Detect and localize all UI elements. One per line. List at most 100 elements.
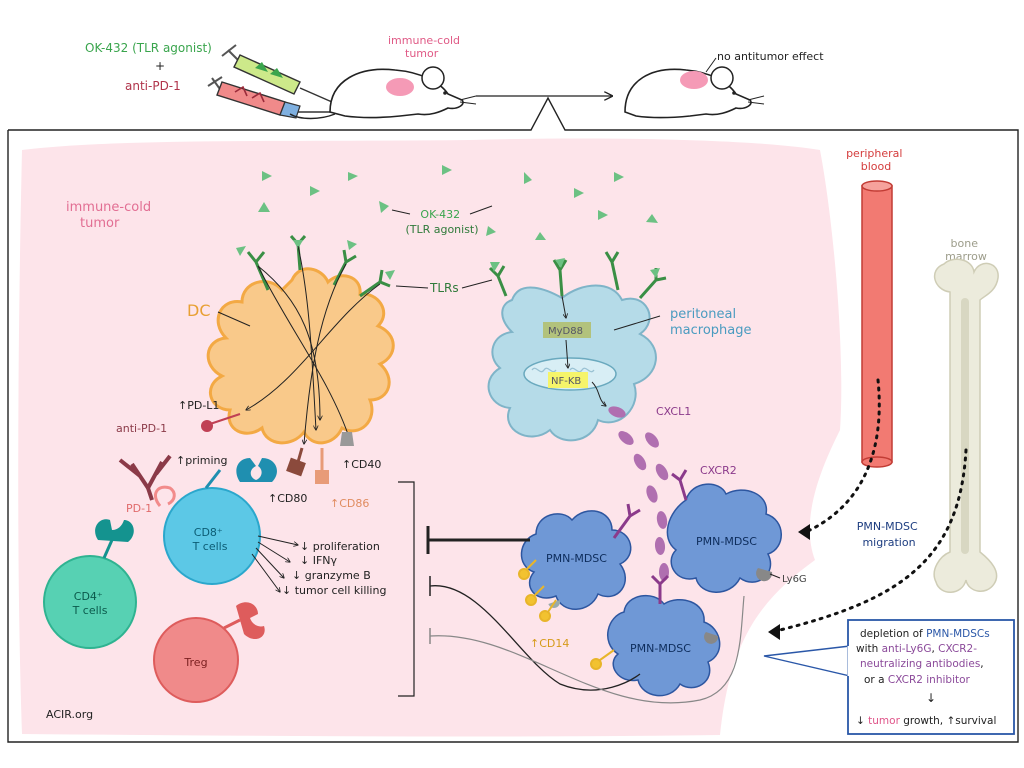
agonist-particle [535,232,546,240]
credit-label: ACIR.org [46,708,93,721]
migration-arrowhead [798,524,810,540]
agonist-particle [442,165,452,175]
pmn-mdsc-label: PMN-MDSC [630,642,691,655]
macrophage-label-line1: peritoneal [670,307,736,322]
cd4-label-line1: CD4⁺ [74,590,103,603]
cd8-effect: ↓ IFNγ [300,554,338,567]
dc-label: DC [187,301,211,320]
callout-text: neutralizing antibodies [860,658,980,670]
tumor-region [18,138,842,737]
cxcr2-label: CXCR2 [700,464,737,477]
macrophage-label-line2: macrophage [670,323,752,338]
syringe-green-icon [221,44,333,103]
cd4-label: CD4⁺ T cells [72,590,108,617]
tumor-label-header-line2: tumor [405,47,439,60]
dendritic-cell [201,235,395,484]
callout-line1: depletion of PMN-MDSCs [860,628,990,640]
cd40-label: ↑CD40 [342,458,381,471]
cxcl1-particle [646,485,658,503]
tumor-region-title: immune-cold tumor [66,200,155,231]
callout-line3: neutralizing antibodies, [860,658,984,670]
cd80-molecule [286,457,306,477]
pdl1-label: ↑PD-L1 [178,399,219,412]
callout-line4: or a CXCR2 inhibitor [864,674,971,686]
pd1-receptor [154,485,176,507]
callout-text: or a [864,674,888,686]
cxcl1-particle [655,463,669,481]
callout-text: CXCR2- [938,643,977,655]
macrophage-label: peritoneal macrophage [670,307,752,338]
cxcl1-particle [654,537,666,555]
callout-line5: ↓ tumor growth, ↑survival [856,715,996,727]
cd8-effect: ↓ proliferation [300,540,380,553]
agonist-particle [310,186,320,196]
main-panel: immune-cold tumor OK-432 (TLR agonist) [7,96,1019,743]
cd4-label-line2: T cells [72,604,108,617]
agonist-particle [646,214,658,223]
cxcl1-particles [608,406,669,581]
cd8-label-line2: T cells [192,540,228,553]
ly6g-label: Ly6G [782,574,807,585]
syringe-red-icon [207,76,330,119]
callout-text: with [856,643,882,655]
cd86-molecule [315,470,329,484]
myd88-box [543,322,591,338]
pmn-mdsc-cell-right [666,469,782,593]
callout-text: anti-Ly6G [882,643,932,655]
mouse-treated-icon [289,66,477,120]
callout-text: ↓ [856,715,868,727]
pd1-label: PD-1 [126,502,152,515]
pdl1-molecule [201,420,213,432]
migration-paths [778,378,968,632]
pmn-mdsc-cell-left [520,503,641,610]
agonist-pointer-right [469,205,493,215]
tumor-region-title-line2: tumor [80,216,120,231]
bone-icon [933,258,999,593]
cd86-label: ↑CD86 [330,497,369,510]
cd8-effect: ↓ tumor cell killing [282,584,386,597]
migration-label: PMN-MDSC migration [857,520,921,549]
agonist-label-line2: (TLR agonist) [405,223,478,236]
agonist-particle [574,188,584,198]
agonist-label: OK-432 (TLR agonist) [405,208,478,236]
treg-label: Treg [183,656,207,669]
agonist-particle [348,172,358,181]
outcome-pointer [705,57,717,73]
treg-cell [153,602,265,703]
agonist-label-line1: OK-432 [420,208,460,221]
tumor-label-header: immune-cold tumor [388,34,463,60]
cxcl1-particle [656,511,668,529]
blood-label-line2: blood [861,160,891,173]
myd88-label: MyD88 [548,326,583,337]
agonist-particle [486,226,496,236]
nfkb-label: NF-KB [551,376,581,387]
pmn-mdsc-cell-bottom [607,574,721,697]
callout-text: depletion of [860,628,926,640]
tlrs-label: TLRs [429,281,459,295]
outcome-label: no antitumor effect [717,50,824,63]
agonist-particles [258,165,658,240]
cxcl1-label: CXCL1 [656,405,691,418]
agonist-particle [524,172,532,184]
nfkb-box [548,372,588,388]
tumor-label-header-line1: immune-cold [388,34,460,47]
cd4-t-cell [43,519,137,649]
marrow-label-line1: bone [951,237,979,250]
inhibition-lines [398,481,745,704]
mouse-outcome-icon [624,66,765,119]
callout-text: , [980,658,983,670]
migration-arrowhead [768,624,780,640]
drug-antipd1-label: anti-PD-1 [125,79,181,93]
cd80-label: ↑CD80 [268,492,307,505]
cd8-label-line1: CD8⁺ [194,526,223,539]
agonist-pointer-left [391,209,411,215]
macrophage-pointer [613,315,661,331]
depletion-callout: depletion of PMN-MDSCs with anti-Ly6G, C… [763,619,1015,735]
agonist-particle [379,201,389,213]
priming-label: ↑priming [176,454,228,467]
tlrs-pointer-right [461,279,493,289]
cd8-effect-arrows [251,535,298,592]
anti-pd1-label: anti-PD-1 [116,422,167,435]
pmn-mdsc-label: PMN-MDSC [546,552,607,565]
